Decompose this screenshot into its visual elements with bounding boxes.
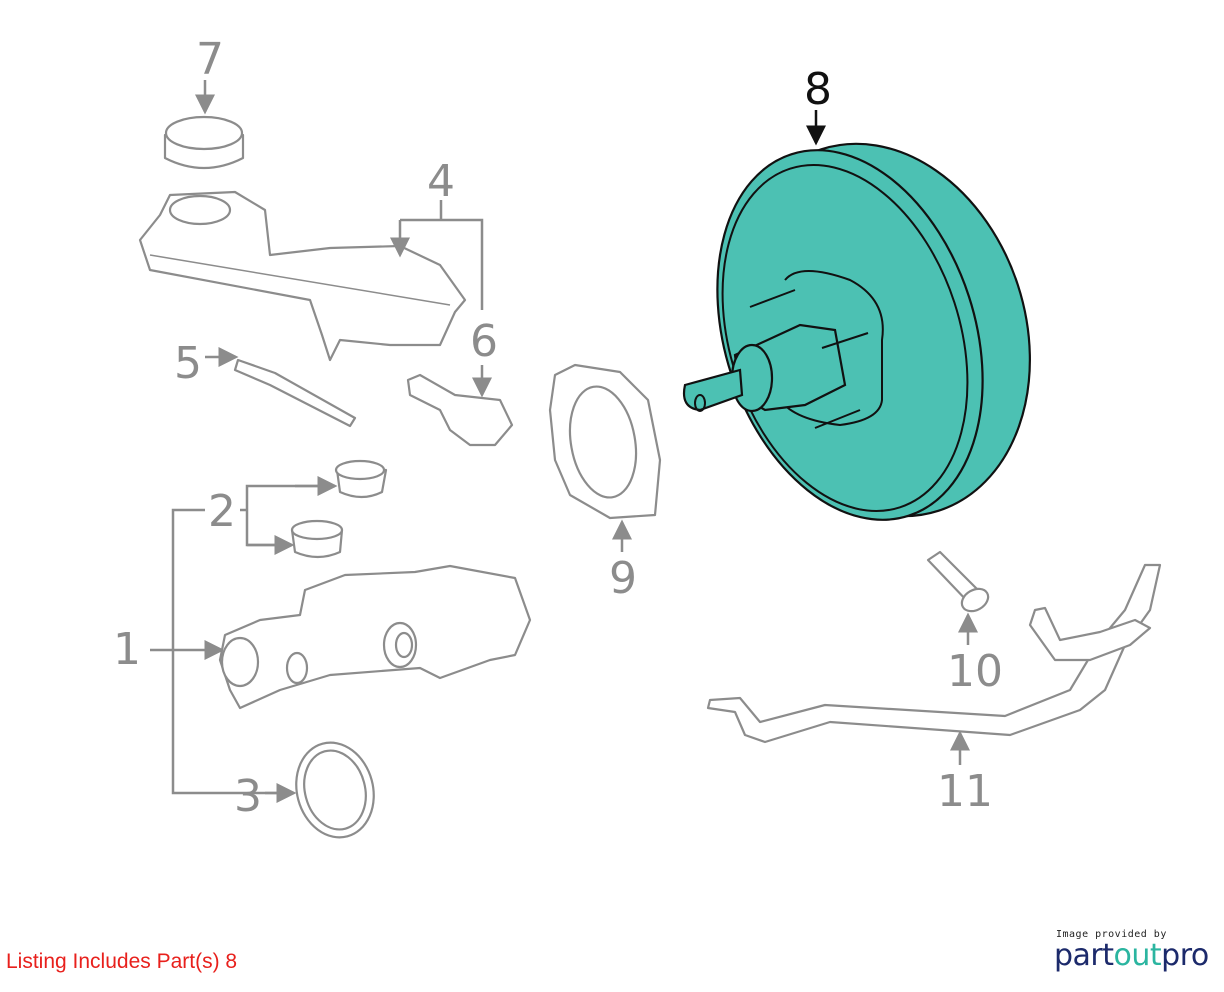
callout-10[interactable]: 10 [947,646,1003,697]
part-6-sensor[interactable] [406,373,514,447]
listing-includes-text: Listing Includes Part(s) 8 [6,950,238,973]
logo-pro: pro [1161,938,1209,973]
part-7-reservoir-cap[interactable] [163,115,245,170]
part-2-plugs[interactable] [290,459,388,559]
callout-4[interactable]: 4 [427,156,455,207]
logo-out: out [1113,938,1162,973]
image-credit: Image provided by [1056,929,1167,940]
part-8-brake-booster[interactable] [672,104,1076,555]
callout-8[interactable]: 8 [804,64,832,115]
logo-part: part [1054,938,1114,973]
callout-2[interactable]: 2 [208,486,236,537]
callout-11[interactable]: 11 [937,766,993,817]
partoutpro-logo: partoutpro [1054,938,1209,973]
callout-7[interactable]: 7 [196,34,224,85]
callout-3[interactable]: 3 [234,771,262,822]
part-4-reservoir[interactable] [138,190,467,362]
callout-9[interactable]: 9 [609,553,637,604]
part-11-vacuum-hose[interactable] [706,563,1162,744]
part-9-gasket[interactable] [548,363,662,520]
part-1-master-cylinder[interactable] [218,564,532,710]
callout-5[interactable]: 5 [174,338,202,389]
callout-1[interactable]: 1 [113,624,141,675]
part-10-pin[interactable] [926,550,992,616]
part-5-pin[interactable] [233,358,357,428]
callout-6[interactable]: 6 [470,316,498,367]
part-3-seal[interactable] [286,734,384,846]
